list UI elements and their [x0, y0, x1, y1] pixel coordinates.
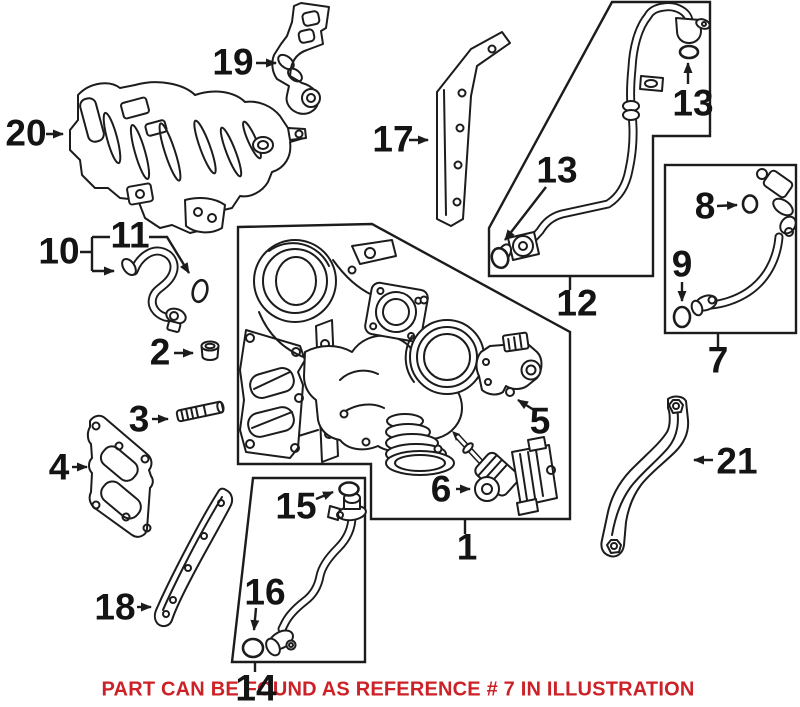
- callout-15: 15: [275, 485, 317, 527]
- callout-13-mid: 13: [536, 149, 578, 191]
- callout-18: 18: [94, 586, 136, 628]
- callout-4: 4: [48, 446, 70, 488]
- ref-box-1: [236, 222, 572, 521]
- leader-13-mid: [504, 186, 547, 241]
- callout-11: 11: [110, 214, 150, 256]
- part-12-oil-line: [497, 2, 711, 261]
- part-17-bracket: [436, 31, 511, 227]
- part-10-coolant-pipe: [121, 246, 187, 333]
- callout-7: 7: [707, 339, 729, 381]
- part-3-stud: [175, 400, 225, 423]
- callout-1: 1: [456, 526, 478, 568]
- o-ring-13-mid: [490, 246, 510, 270]
- callout-10: 10: [38, 230, 80, 272]
- callout-6: 6: [430, 468, 452, 510]
- part-1-turbocharger: [239, 239, 485, 476]
- o-ring-16: [241, 637, 265, 659]
- o-ring-8: [741, 194, 759, 214]
- o-ring-11: [191, 278, 209, 304]
- part-20-heat-shield: [69, 81, 307, 234]
- part-14-oil-supply-line: [265, 492, 367, 657]
- part-7-coolant-line: [690, 168, 797, 317]
- ref-box-7: [663, 163, 798, 335]
- o-ring-15: [338, 481, 360, 497]
- o-ring-13-top: [678, 44, 700, 60]
- leader-16: [250, 607, 260, 631]
- callout-13-top: 13: [672, 82, 714, 124]
- callout-9: 9: [671, 243, 693, 285]
- leader-8: [716, 201, 738, 210]
- ref-box-14: [230, 476, 367, 664]
- callout-14: 14: [235, 667, 277, 707]
- callout-8: 8: [694, 185, 716, 227]
- leader-5: [517, 398, 535, 412]
- callout-5: 5: [529, 400, 551, 442]
- o-ring-9: [672, 305, 692, 329]
- part-2-nut: [200, 340, 220, 361]
- callout-20: 20: [5, 112, 47, 154]
- callout-21: 21: [716, 440, 758, 482]
- callout-17: 17: [372, 118, 414, 160]
- part-5-diverter-valve: [475, 331, 543, 397]
- part-21-bracket: [600, 395, 690, 558]
- part-19-bracket: [271, 2, 330, 115]
- callout-16: 16: [244, 571, 286, 613]
- leader-15: [315, 490, 334, 501]
- callout-19: 19: [212, 41, 254, 83]
- leader-lines: [46, 58, 738, 672]
- callout-2: 2: [149, 331, 171, 373]
- callout-12: 12: [556, 282, 598, 324]
- part-18-heat-shield: [153, 487, 234, 628]
- part-6-actuator: [452, 431, 558, 516]
- part-4-gasket: [86, 414, 154, 538]
- callout-3: 3: [128, 398, 150, 440]
- leader-10-bracket: [80, 235, 110, 271]
- reference-note: PART CAN BE FOUND AS REFERENCE # 7 IN IL…: [101, 678, 695, 701]
- leader-11: [149, 235, 191, 274]
